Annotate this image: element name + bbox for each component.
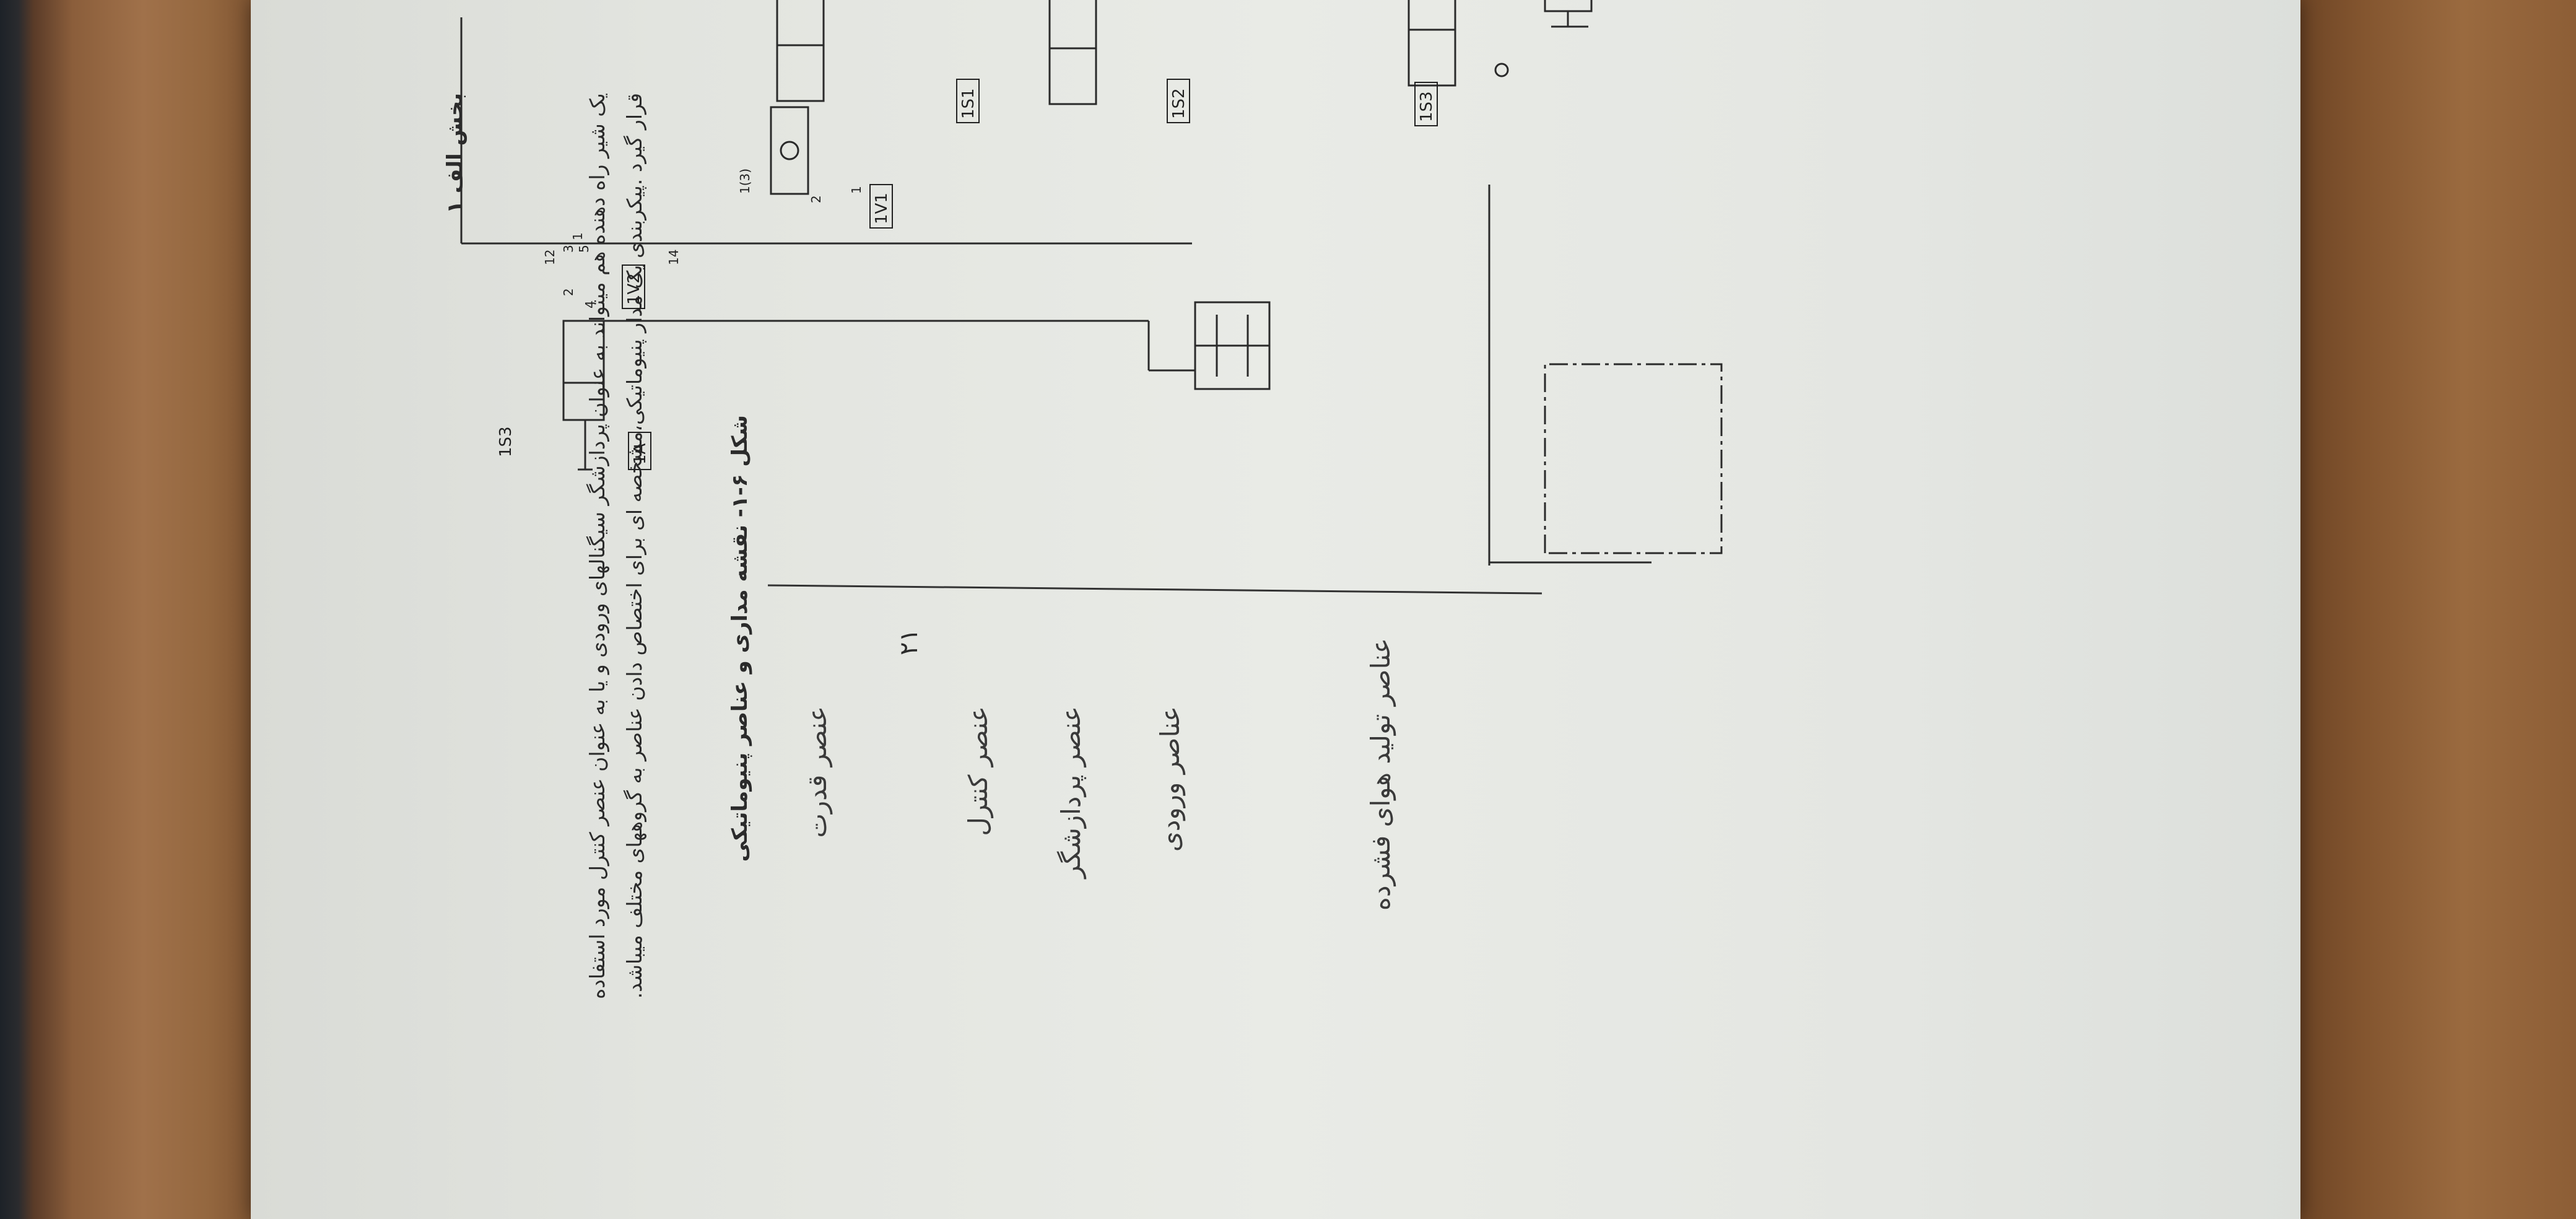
desk-left bbox=[0, 0, 260, 1219]
tag-1S3-box bbox=[1414, 82, 1438, 126]
port-1-1V1: 1 bbox=[849, 186, 864, 194]
tag-1S3-position: 1S3 bbox=[497, 426, 515, 457]
tag-1V2-box bbox=[622, 264, 645, 309]
valve-0S bbox=[1544, 0, 1593, 12]
tag-1A: 1A bbox=[631, 443, 650, 465]
tag-1V2: 1V2 bbox=[625, 273, 643, 305]
tag-1V1: 1V1 bbox=[872, 193, 891, 224]
port-13: 1(3) bbox=[738, 168, 752, 194]
port-5: 5 bbox=[577, 245, 591, 253]
tag-1S2: 1S2 bbox=[1170, 88, 1188, 119]
tag-1V1-box bbox=[869, 184, 893, 229]
port-14: 14 bbox=[666, 250, 681, 265]
port-3-1V2: 3 bbox=[561, 245, 576, 253]
port-4: 4 bbox=[583, 300, 598, 308]
port-1-1V2: 1 bbox=[570, 232, 585, 240]
document-page: بخش الف ۱ یک شیر راه دهنده هم میتواند به… bbox=[251, 0, 2300, 1219]
port-2-1V2: 2 bbox=[561, 288, 576, 296]
tag-1S1: 1S1 bbox=[959, 88, 978, 119]
tag-1A-box bbox=[628, 432, 651, 470]
pneumatic-circuit-diagram: 1A 1V2 1V1 1S1 1S2 1S3 0S 0Z 1S3 14 bbox=[460, 0, 1723, 566]
valve-1S3 bbox=[1408, 0, 1456, 87]
tag-1S1-box bbox=[956, 79, 980, 123]
valve-1S2 bbox=[1048, 0, 1097, 105]
valve-1S1 bbox=[776, 0, 825, 102]
port-2-1V1: 2 bbox=[809, 195, 824, 203]
supply-unit-0Z bbox=[1544, 363, 1723, 554]
tag-1S2-box bbox=[1167, 79, 1190, 123]
port-12: 12 bbox=[542, 250, 557, 265]
rotated-page-content: بخش الف ۱ یک شیر راه دهنده هم میتواند به… bbox=[251, 0, 2300, 1219]
cylinder-1A bbox=[562, 320, 605, 421]
desk-right bbox=[2291, 0, 2576, 1219]
valve-1V1 bbox=[770, 106, 809, 195]
tag-1S3: 1S3 bbox=[1417, 91, 1436, 122]
